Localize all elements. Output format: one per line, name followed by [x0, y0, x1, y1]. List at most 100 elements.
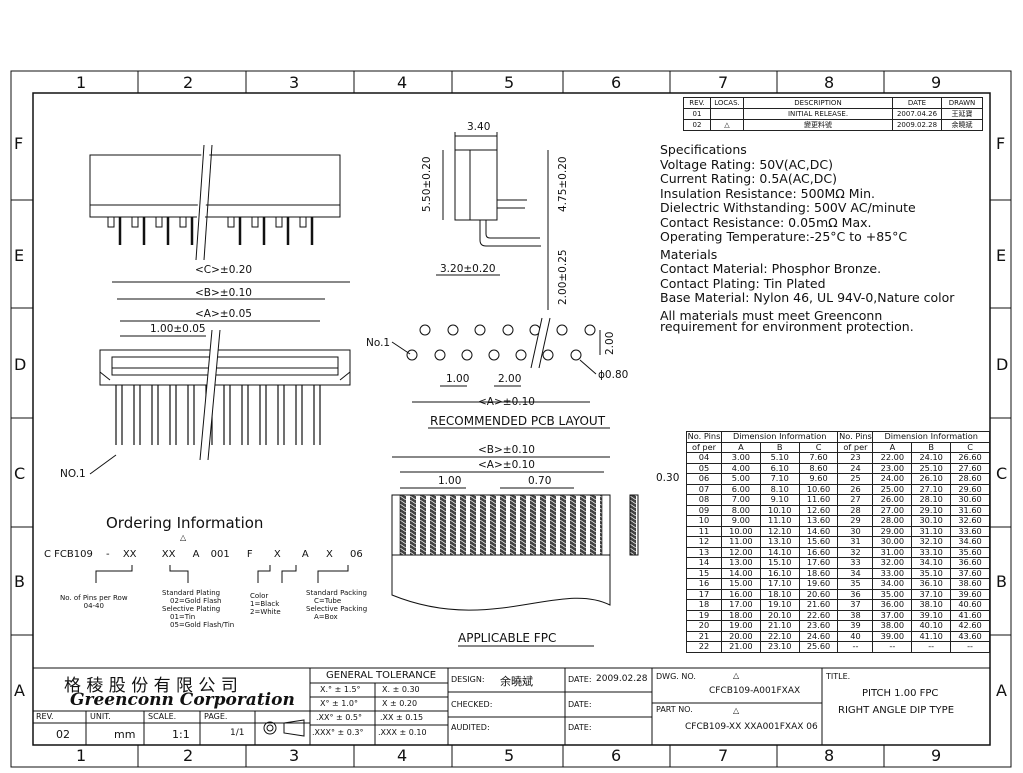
spec-line: requirement for environment protection. — [660, 318, 914, 334]
tolerance-angle: .XXX° ± 0.3° — [312, 728, 364, 737]
checked-label: CHECKED: — [451, 700, 493, 709]
dimension-table-cell: 25 — [837, 473, 874, 485]
rev-cell: INITIAL RELEASE. — [743, 108, 893, 120]
dimension-table-cell: 16 — [686, 578, 722, 590]
zone-row-f-right: F — [996, 134, 1006, 153]
dimension-table-cell: 18.10 — [759, 588, 800, 600]
zone-col-1-top: 1 — [76, 73, 87, 92]
dimension-table-cell: 33.00 — [872, 567, 913, 579]
dim-table-header: No. Pins — [686, 431, 722, 443]
ordering-note-line: 02=Gold Flash — [170, 597, 222, 605]
zone-col-5-bottom: 5 — [504, 746, 515, 765]
dim-table-header: Dimension Information — [720, 431, 839, 443]
unit-value: mm — [114, 728, 136, 741]
dimension-table-cell: 39 — [837, 620, 874, 632]
dim-table-subheader: B — [911, 441, 952, 453]
dim-fpc-thickness: 0.30 — [656, 472, 680, 484]
dimension-table-cell: -- — [872, 641, 913, 653]
dimension-table-cell: 23.00 — [872, 462, 913, 474]
dimension-table-cell: 24.00 — [872, 473, 913, 485]
dimension-table-cell: 28.00 — [872, 515, 913, 527]
rev-cell: 02 — [683, 119, 711, 131]
date-value: 2009.02.28 — [596, 674, 648, 684]
dim-b: <B>±0.10 — [195, 287, 252, 299]
dwg-rev-triangle-icon: △ — [733, 671, 740, 680]
spec-line: Insulation Resistance: 500MΩ Min. — [660, 185, 875, 201]
dim-side-width: 3.40 — [467, 121, 491, 133]
label-no1-plan: NO.1 — [60, 468, 86, 480]
dimension-table-cell: 34 — [837, 567, 874, 579]
dim-side-height: 5.50±0.20 — [421, 156, 433, 212]
dimension-table-cell: 8.00 — [721, 504, 761, 516]
dimension-table-cell: 27.60 — [950, 462, 990, 474]
dimension-table-cell: 7.60 — [798, 452, 839, 464]
dimension-table-cell: 30.00 — [872, 536, 913, 548]
zone-row-c-right: C — [996, 464, 1008, 483]
title-label: TITLE. — [826, 672, 851, 681]
rev-cell: 2009.02.28 — [892, 119, 942, 131]
dimension-table-cell: 41.60 — [950, 609, 990, 621]
dimension-table-cell: 40.60 — [950, 599, 990, 611]
zone-row-c-left: C — [14, 464, 26, 483]
dimension-table-cell: 24.60 — [798, 630, 839, 642]
dimension-table-cell: 29 — [837, 515, 874, 527]
zone-col-6-bottom: 6 — [611, 746, 622, 765]
dim-a: <A>±0.05 — [195, 308, 252, 320]
dimension-table-cell: 18.00 — [721, 609, 761, 621]
dimension-table-cell: 8.60 — [798, 462, 839, 474]
spec-line: Specifications — [660, 142, 747, 157]
dimension-table-cell: 10.10 — [759, 504, 800, 516]
dimension-table-cell: 39.60 — [950, 588, 990, 600]
zone-col-2-bottom: 2 — [183, 746, 194, 765]
dimension-table-cell: 37.00 — [872, 609, 913, 621]
code-part: XX — [161, 549, 176, 560]
dimension-table-cell: 9.00 — [721, 515, 761, 527]
dimension-table-cell: 42.60 — [950, 620, 990, 632]
zone-col-8-bottom: 8 — [824, 746, 835, 765]
dimension-table-cell: 29.00 — [872, 525, 913, 537]
dimension-table-cell: 26.60 — [950, 452, 990, 464]
rev-header-drawn: DRAWN — [941, 97, 983, 109]
rev-cell: 01 — [683, 108, 711, 120]
zone-col-5-top: 5 — [504, 73, 515, 92]
dimension-table-cell: 18.60 — [798, 567, 839, 579]
side-view — [436, 132, 549, 310]
spec-line: Contact Plating: Tin Plated — [660, 275, 826, 291]
rev-cell: 余曉斌 — [941, 119, 983, 131]
specifications-block: Specifications Voltage Rating: 50V(AC,DC… — [660, 142, 954, 334]
dim-table-subheader: C — [950, 441, 990, 453]
dimension-table-cell: 11.00 — [721, 536, 761, 548]
dimension-table-cell: 28 — [837, 504, 874, 516]
rev-cell: 2007.04.26 — [892, 108, 942, 120]
dimension-table-cell: 15.00 — [721, 578, 761, 590]
zone-row-f-left: F — [14, 134, 24, 153]
dimension-table-cell: 28.10 — [911, 494, 952, 506]
code-part: 06 — [350, 549, 363, 560]
dimension-table-cell: 13.10 — [759, 536, 800, 548]
part-no-value: CFCB109-XX XXA001FXAX 06 — [685, 722, 818, 732]
rev-header-locas: LOCAS. — [710, 97, 744, 109]
zone-row-e-right: E — [996, 246, 1007, 265]
dimension-table-cell: 12.00 — [721, 546, 761, 558]
dim-fpc-a: <A>±0.10 — [478, 459, 535, 471]
title-line-2: RIGHT ANGLE DIP TYPE — [838, 705, 955, 716]
spec-line: Voltage Rating: 50V(AC,DC) — [660, 156, 833, 172]
title-block-lines — [33, 667, 990, 745]
dwg-no-value: CFCB109-A001FXAX — [709, 686, 801, 696]
front-view-top — [89, 144, 341, 261]
dim-table-subheader: of per — [686, 441, 722, 453]
dim-table-subheader: B — [759, 441, 800, 453]
plan-pins — [115, 385, 321, 445]
ordering-leaders — [95, 565, 349, 583]
dim-pcb-hole: ϕ0.80 — [598, 369, 629, 381]
dimension-table-cell: 32.10 — [911, 536, 952, 548]
